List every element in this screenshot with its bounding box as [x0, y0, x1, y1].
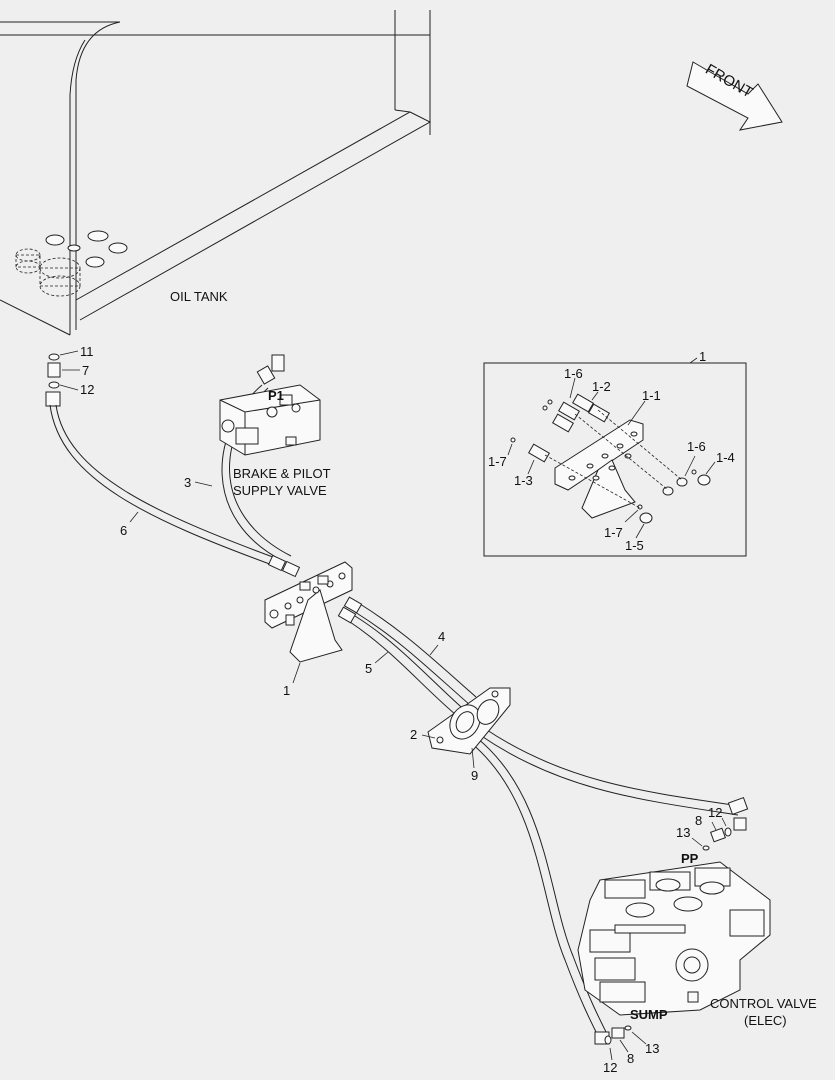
hose-fittings: [256, 354, 749, 1045]
callout-6: 6: [120, 523, 127, 538]
inset-callout-1-4: 1-4: [716, 450, 735, 465]
brake-valve-label-1: BRAKE & PILOT: [233, 466, 331, 481]
brake-valve-label-2: SUPPLY VALVE: [233, 483, 327, 498]
callout-12-pp: 12: [708, 805, 722, 820]
control-valve-label-1: CONTROL VALVE: [710, 996, 817, 1011]
front-arrow: FRONT: [686, 61, 783, 131]
brake-pilot-valve: P1 BRAKE & PILOT SUPPLY VALVE 3: [184, 384, 331, 498]
control-valve: PP SUMP CONTROL VALVE (ELEC): [577, 851, 817, 1028]
inset-callout-1-5: 1-5: [625, 538, 644, 553]
callout-3: 3: [184, 475, 191, 490]
inset-callout-1-6a: 1-6: [564, 366, 583, 381]
callout-4: 4: [438, 629, 445, 644]
callout-12-sump: 12: [603, 1060, 617, 1075]
oil-tank-label: OIL TANK: [170, 289, 228, 304]
callout-13-sump: 13: [645, 1041, 659, 1056]
bracket-2: 2 9: [410, 687, 511, 783]
bracket-1: 1: [264, 561, 353, 698]
callout-7: 7: [82, 363, 89, 378]
control-valve-label-2: (ELEC): [744, 1013, 787, 1028]
callout-11: 11: [80, 344, 94, 359]
inset-title: 1: [699, 349, 706, 364]
inset-callout-1-1: 1-1: [642, 388, 661, 403]
port-pp-label: PP: [681, 851, 699, 866]
inset-bracket-detail: 1 1-6 1-2 1-1: [483, 349, 747, 557]
callout-12: 12: [80, 382, 94, 397]
port-p1-label: P1: [268, 388, 284, 403]
callout-8-pp: 8: [695, 813, 702, 828]
callout-13-pp: 13: [676, 825, 690, 840]
inset-callout-1-7b: 1-7: [604, 525, 623, 540]
hoses: [49, 384, 741, 1041]
inset-frame: [483, 362, 747, 557]
pp-fittings: 8 12 13: [676, 805, 732, 851]
callout-8-sump: 8: [627, 1051, 634, 1066]
inset-callout-1-3: 1-3: [514, 473, 533, 488]
sump-fittings: 12 8 13: [603, 1025, 659, 1075]
callout-1: 1: [283, 683, 290, 698]
oil-tank: OIL TANK: [0, 10, 432, 336]
callout-2: 2: [410, 727, 417, 742]
inset-callout-1-7a: 1-7: [488, 454, 507, 469]
tank-fittings: 11 7 12: [45, 344, 94, 407]
port-sump-label: SUMP: [630, 1007, 668, 1022]
inset-callout-1-2: 1-2: [592, 379, 611, 394]
inset-callout-1-6b: 1-6: [687, 439, 706, 454]
callout-5: 5: [365, 661, 372, 676]
callout-9: 9: [471, 768, 478, 783]
